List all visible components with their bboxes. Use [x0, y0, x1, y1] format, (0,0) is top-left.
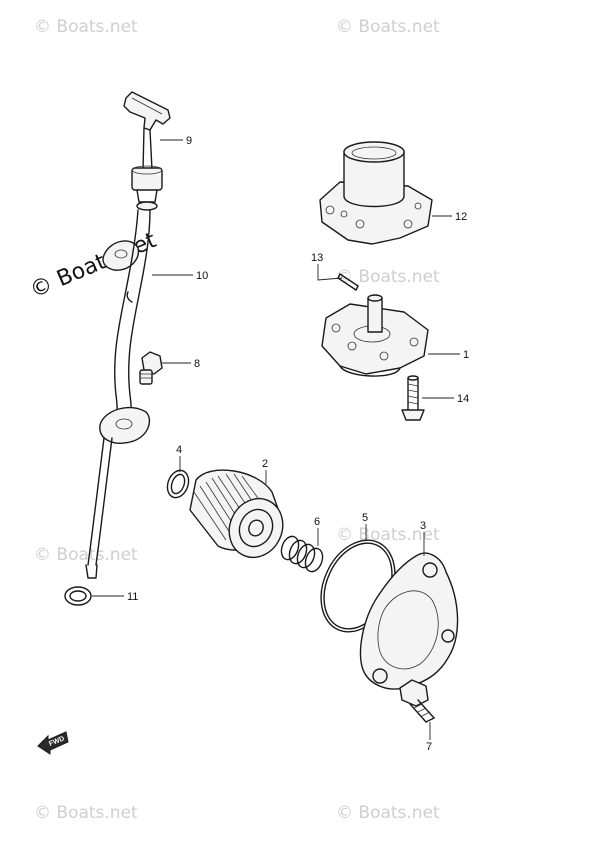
watermark-top-right: © Boats.net	[336, 17, 440, 37]
leader-lines	[92, 139, 460, 740]
forward-arrow-icon: FWD	[37, 731, 69, 755]
part-gasket-12	[319, 141, 433, 245]
part-o-ring-4	[166, 469, 190, 499]
watermark-mid-right: © Boats.net	[336, 267, 440, 287]
callout-9: 9	[186, 135, 192, 147]
watermark-mid-left: © Boats.net	[34, 545, 138, 565]
part-dipstick	[123, 91, 171, 211]
part-oil-pump-1	[321, 294, 429, 377]
watermarks: © Boats.net © Boats.net © Boats.net © Bo…	[27, 17, 440, 823]
callout-2: 2	[262, 458, 268, 470]
callout-14: 14	[457, 393, 469, 405]
callout-10: 10	[196, 270, 208, 282]
callout-8: 8	[194, 358, 200, 370]
watermark-bottom-right: © Boats.net	[336, 803, 440, 823]
part-oil-filter-2	[189, 469, 284, 559]
callout-6: 6	[314, 516, 320, 528]
callout-1: 1	[463, 349, 469, 361]
part-bolt-8	[139, 351, 163, 385]
callout-3: 3	[420, 520, 426, 532]
watermark-top-left: © Boats.net	[34, 17, 138, 37]
part-guide-pipe	[85, 209, 151, 579]
callout-7: 7	[426, 741, 432, 753]
part-pin-13	[337, 273, 359, 291]
watermark-bottom-left: © Boats.net	[34, 803, 138, 823]
part-screw-14	[401, 375, 425, 421]
callout-labels: 9 10 8 11 12 13 1 14 4 2 6 5 3 7	[127, 135, 469, 753]
part-spring-6	[280, 535, 324, 573]
part-washer-11	[64, 586, 92, 606]
callout-4: 4	[176, 444, 182, 456]
callout-12: 12	[455, 211, 467, 223]
part-bolt-7	[399, 679, 435, 723]
callout-11: 11	[127, 591, 138, 603]
callout-5: 5	[362, 512, 368, 524]
part-filter-cover-3	[359, 552, 459, 690]
callout-13: 13	[311, 252, 323, 264]
